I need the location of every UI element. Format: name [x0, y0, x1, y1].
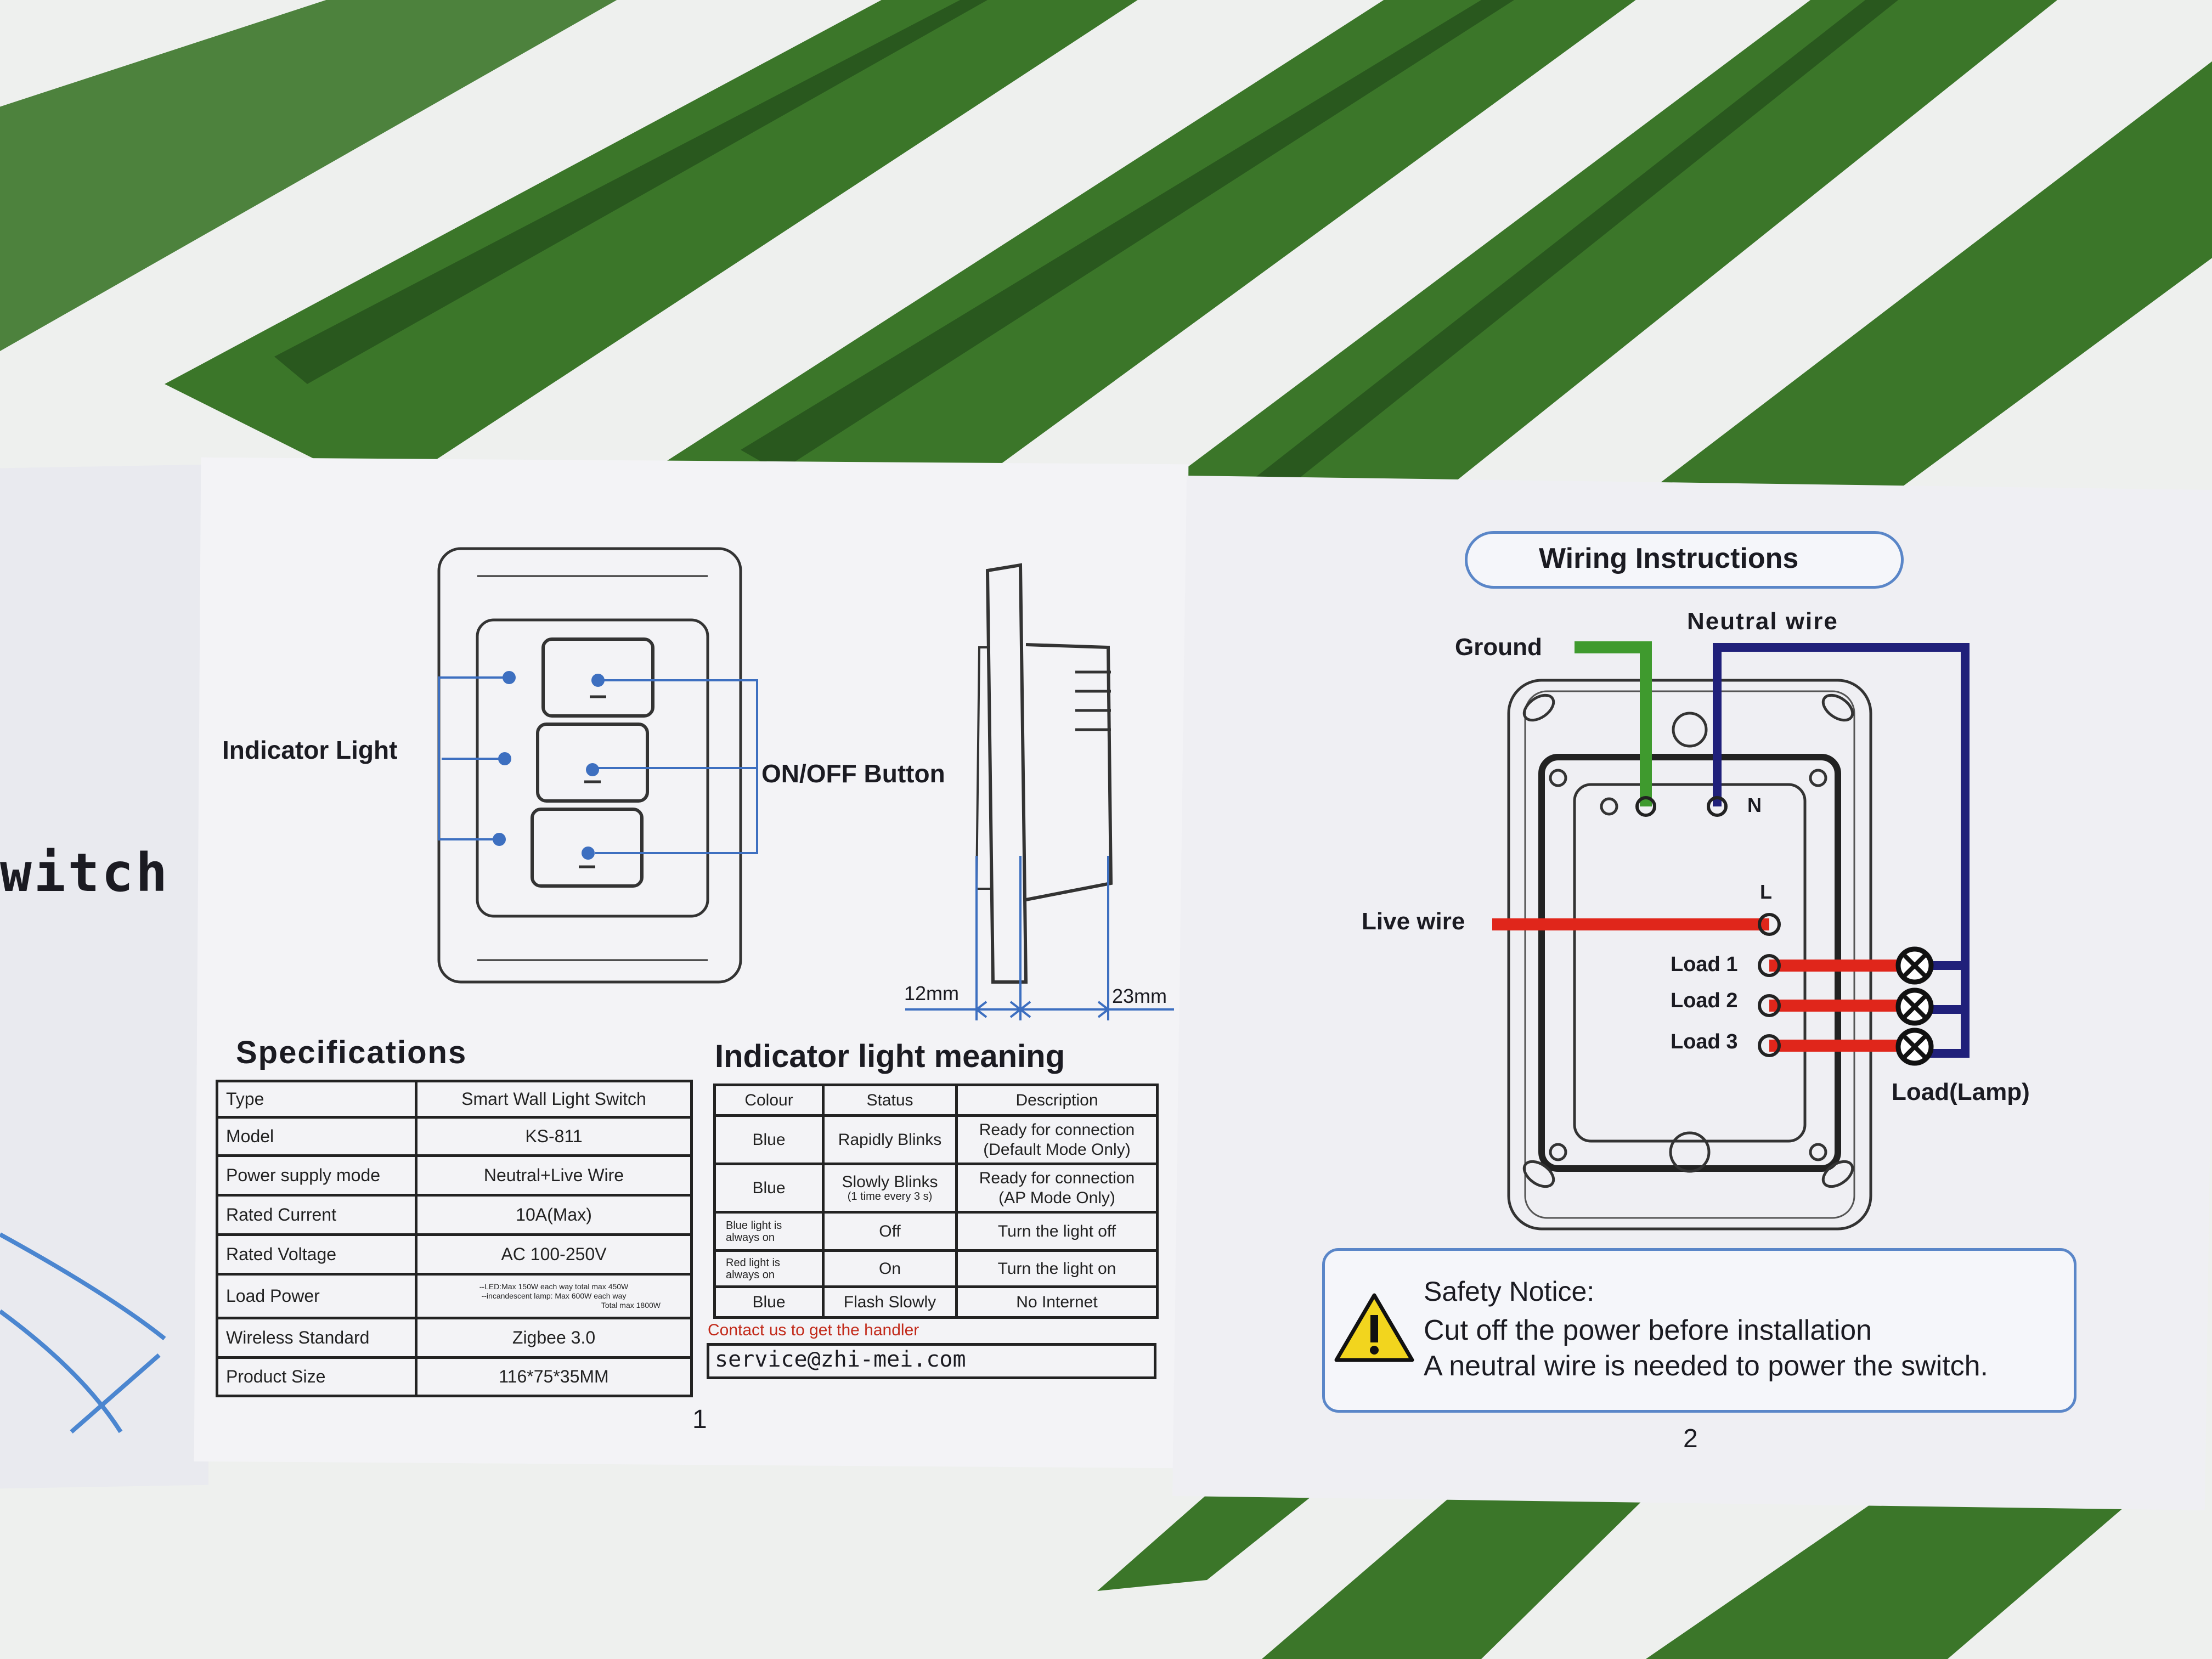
column-header: Description: [955, 1084, 1159, 1117]
neutral-wire-label: Neutral wire: [1687, 608, 1838, 635]
contact-email[interactable]: service@zhi-mei.com: [715, 1347, 966, 1372]
switch-front-diagram: [437, 547, 758, 984]
live-wire-label: Live wire: [1362, 908, 1465, 935]
wiring-diagram: [1492, 641, 1970, 1231]
description-cell: Turn the light off: [955, 1211, 1159, 1252]
dim-23mm: 23mm: [1112, 985, 1167, 1007]
status-cell: Slowly Blinks(1 time every 3 s): [822, 1163, 958, 1214]
spec-value: Zigbee 3.0: [415, 1317, 693, 1359]
on-off-button-label: ON/OFF Button: [761, 759, 945, 788]
wiring-title: Wiring Instructions: [1539, 543, 1799, 574]
indicator-light-label: Indicator Light: [222, 736, 398, 764]
spec-label: Model: [216, 1116, 417, 1157]
table-row: Load Power --LED:Max 150W each way total…: [216, 1273, 693, 1319]
safety-line-1: Cut off the power before installation: [1424, 1314, 1872, 1346]
wiring-title-box: [1465, 531, 1904, 589]
spec-label: Power supply mode: [216, 1154, 417, 1197]
status-sub: (1 time every 3 s): [847, 1190, 933, 1203]
safety-title: Safety Notice:: [1424, 1276, 1595, 1307]
load-3-label: Load 3: [1671, 1030, 1738, 1053]
indicator-meaning-table: Colour Status Description Blue Rapidly B…: [713, 1084, 1159, 1319]
switch-side-diagram: [905, 563, 1174, 1020]
spec-value: 116*75*35MM: [415, 1356, 693, 1397]
spec-label: Rated Voltage: [216, 1233, 417, 1276]
colour-cell: Blue: [713, 1163, 825, 1214]
load-power-line: Total max 1800W: [601, 1301, 661, 1310]
description-line: Ready for connection: [979, 1169, 1135, 1187]
load-lamp-label: Load(Lamp): [1892, 1079, 2030, 1105]
load-1-label: Load 1: [1671, 953, 1738, 976]
colour-cell: Red light is always on: [713, 1249, 825, 1288]
description-line: (AP Mode Only): [998, 1188, 1115, 1207]
spec-label: Load Power: [216, 1273, 417, 1319]
spec-value: Smart Wall Light Switch: [415, 1080, 693, 1119]
warning-icon: [1334, 1293, 1414, 1362]
spec-label: Rated Current: [216, 1194, 417, 1236]
spec-value: Neutral+Live Wire: [415, 1154, 693, 1197]
table-row: Blue Slowly Blinks(1 time every 3 s) Rea…: [713, 1163, 1159, 1214]
table-row: Blue light is always on Off Turn the lig…: [713, 1211, 1159, 1252]
description-line: Ready for connection: [979, 1120, 1135, 1139]
description-cell: Ready for connection(Default Mode Only): [955, 1114, 1159, 1165]
page-number-2: 2: [1683, 1424, 1698, 1453]
status-cell: Rapidly Blinks: [822, 1114, 958, 1165]
description-cell: Turn the light on: [955, 1249, 1159, 1288]
page-number-1: 1: [692, 1405, 707, 1434]
left-flap-blue-swoosh: [0, 1232, 166, 1434]
spec-label: Type: [216, 1080, 417, 1119]
terminal-l-label: L: [1760, 881, 1772, 903]
table-row: Red light is always on On Turn the light…: [713, 1249, 1159, 1288]
status-cell: On: [822, 1249, 958, 1288]
description-line: (Default Mode Only): [983, 1140, 1131, 1159]
column-header: Colour: [713, 1084, 825, 1117]
description-cell: No Internet: [955, 1285, 1159, 1319]
colour-cell: Blue light is always on: [713, 1211, 825, 1252]
terminal-n-label: N: [1747, 794, 1762, 816]
colour-cell: Blue: [713, 1285, 825, 1319]
spec-value: 10A(Max): [415, 1194, 693, 1236]
contact-note: Contact us to get the handler: [708, 1321, 919, 1339]
description-cell: Ready for connection(AP Mode Only): [955, 1163, 1159, 1214]
safety-line-2: A neutral wire is needed to power the sw…: [1424, 1350, 1989, 1382]
load-power-line: --incandescent lamp: Max 600W each way: [481, 1291, 627, 1300]
table-row: Blue Flash Slowly No Internet: [713, 1285, 1159, 1319]
specifications-heading: Specifications: [236, 1035, 467, 1070]
spec-label: Wireless Standard: [216, 1317, 417, 1359]
status-cell: Flash Slowly: [822, 1285, 958, 1319]
colour-cell: Blue: [713, 1114, 825, 1165]
column-header: Status: [822, 1084, 958, 1117]
load-2-label: Load 2: [1671, 989, 1738, 1012]
left-flap-title: witch: [0, 842, 170, 904]
safety-notice-box: [1322, 1248, 2076, 1413]
spec-value: AC 100-250V: [415, 1233, 693, 1276]
spec-value: KS-811: [415, 1116, 693, 1157]
load-power-line: --LED:Max 150W each way total max 450W: [479, 1282, 629, 1291]
spec-value-load-power: --LED:Max 150W each way total max 450W -…: [415, 1273, 693, 1319]
table-row: Blue Rapidly Blinks Ready for connection…: [713, 1114, 1159, 1165]
dim-12mm: 12mm: [904, 982, 960, 1005]
ground-label: Ground: [1455, 634, 1542, 661]
spec-label: Product Size: [216, 1356, 417, 1397]
table-header-row: Colour Status Description: [713, 1084, 1159, 1117]
status-cell: Off: [822, 1211, 958, 1252]
email-box: [707, 1343, 1156, 1379]
indicator-meaning-heading: Indicator light meaning: [715, 1039, 1065, 1074]
status-main: Slowly Blinks: [842, 1172, 938, 1191]
